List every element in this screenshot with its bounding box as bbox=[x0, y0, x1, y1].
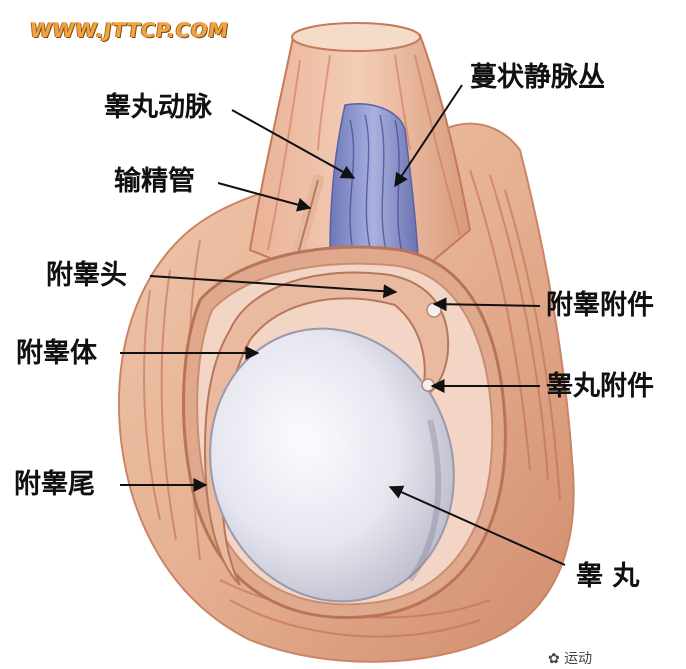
label-vas-deferens: 输精管 bbox=[114, 166, 195, 197]
arrow-head-of-epididymis bbox=[149, 275, 398, 299]
epididymis bbox=[203, 271, 450, 586]
label-body-of-epididymis: 附睾体 bbox=[16, 338, 97, 369]
arrow-pampiniform-plexus bbox=[394, 84, 463, 188]
label-testis: 睾 丸 bbox=[576, 561, 640, 592]
leader-lines bbox=[120, 84, 566, 566]
arrow-vas-deferens bbox=[217, 182, 312, 212]
arrow-appendix-of-epididymis bbox=[432, 297, 541, 312]
label-tail-of-epididymis: 附睾尾 bbox=[14, 469, 95, 500]
cord-cut-end bbox=[291, 22, 421, 52]
footer-watermark: ✿ 运动 bbox=[548, 651, 593, 667]
label-pampiniform-plexus: 蔓状静脉丛 bbox=[470, 62, 605, 93]
watermark-logo: WWW.JTTCP.COM bbox=[28, 18, 231, 42]
label-appendix-of-epididymis: 附睾附件 bbox=[546, 290, 654, 321]
label-appendix-of-testis: 睾丸附件 bbox=[546, 371, 654, 402]
arrow-testis bbox=[388, 485, 566, 566]
label-head-of-epididymis: 附睾头 bbox=[46, 260, 127, 291]
label-testicular-artery: 睾丸动脉 bbox=[104, 92, 212, 123]
arrow-testicular-artery bbox=[231, 109, 356, 179]
appendix-of-epididymis-nodule bbox=[426, 302, 442, 318]
testis-body bbox=[209, 327, 455, 603]
